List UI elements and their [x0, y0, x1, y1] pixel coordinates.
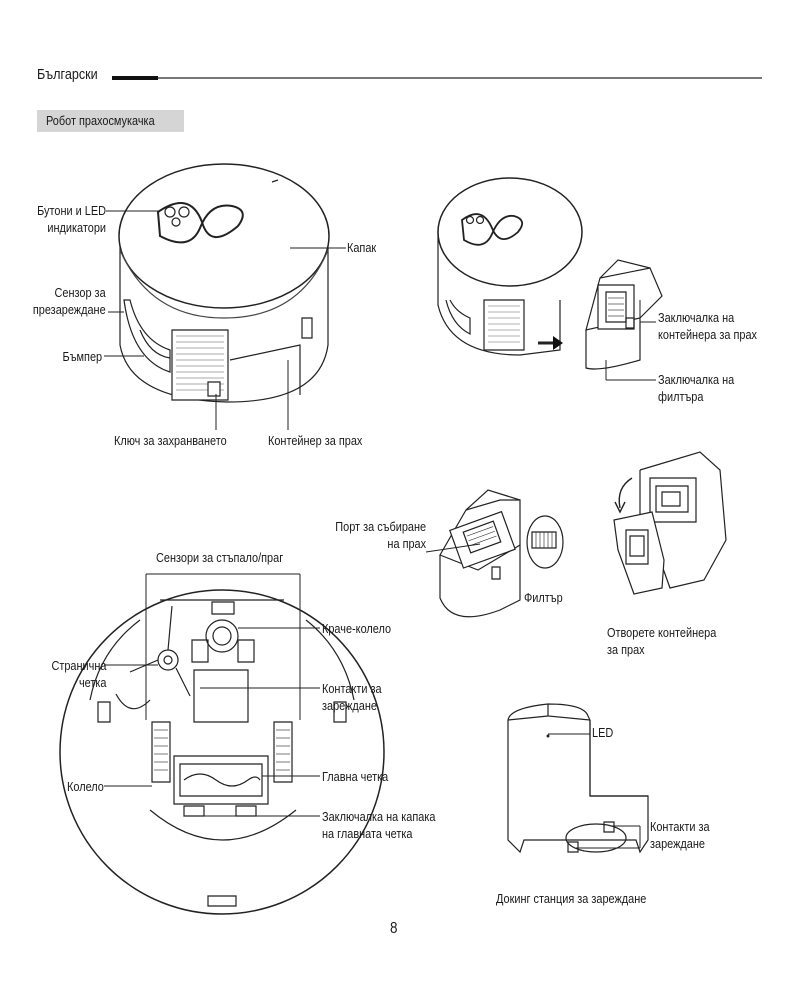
- label-main-brush-cover-latch: Заключалка на капака на главната четка: [322, 808, 435, 842]
- label-open-container-line1: Отворете контейнера: [607, 625, 717, 640]
- header-rule-thick: [112, 76, 158, 80]
- label-power-key: Ключ за захранването: [114, 433, 227, 448]
- dust-container-removed: [586, 260, 662, 369]
- label-container-latch-line1: Заключалка на: [658, 310, 735, 325]
- header-rule-thin: [158, 77, 762, 79]
- label-container-latch-line2: контейнера за прах: [658, 327, 757, 342]
- label-recharge-sensor: Сензор за презареждане: [33, 284, 106, 318]
- label-side-brush-line1: Странична: [51, 658, 106, 673]
- label-main-brush: Главна четка: [322, 769, 389, 784]
- label-buttons-led: Бутони и LED индикатори: [37, 202, 106, 236]
- label-dust-container: Контейнер за прах: [268, 433, 363, 448]
- section-title: Робот прахосмукачка: [46, 113, 155, 128]
- language-label: Български: [37, 66, 98, 83]
- label-wheel: Колело: [67, 779, 104, 794]
- section-title-box: [37, 110, 184, 132]
- open-container-view: [614, 452, 726, 594]
- label-charging-contacts-dock: Контакти за зареждане: [650, 818, 710, 852]
- container-port-view: [440, 490, 520, 617]
- robot-bottom-view: [60, 590, 384, 914]
- label-main-brush-cover-latch-line2: на главната четка: [322, 826, 413, 841]
- label-open-container: Отворете контейнера за прах: [607, 624, 716, 658]
- label-container-latch: Заключалка на контейнера за прах: [658, 309, 757, 343]
- label-bumper: Бъмпер: [62, 349, 102, 364]
- label-filter: Филтър: [524, 590, 563, 605]
- label-open-container-line2: за прах: [607, 642, 645, 657]
- rotate-arrow-icon: [615, 478, 632, 512]
- label-side-brush-line2: четка: [78, 675, 106, 690]
- docking-station: [508, 704, 648, 852]
- label-filter-latch: Заключалка на филтъра: [658, 371, 734, 405]
- arrow-right-icon: [538, 336, 563, 350]
- top-right-leaders: [606, 300, 656, 380]
- label-cliff-sensors: Сензори за стъпало/праг: [156, 550, 284, 565]
- label-recharge-sensor-line2: презареждане: [33, 302, 106, 317]
- robot-top-view: [119, 164, 329, 402]
- label-buttons-led-line1: Бутони и LED: [37, 203, 106, 218]
- label-dock-caption: Докинг станция за зареждане: [496, 891, 647, 906]
- label-buttons-led-line2: индикатори: [47, 220, 106, 235]
- label-charging-contacts-robot: Контакти за зареждане: [322, 680, 382, 714]
- label-side-brush: Странична четка: [51, 657, 106, 691]
- page-number: 8: [390, 920, 398, 937]
- label-led: LED: [592, 725, 614, 740]
- label-charging-contacts-robot-line1: Контакти за: [322, 681, 382, 696]
- filter-part: [527, 516, 563, 568]
- label-collection-port: Порт за събиране на прах: [335, 518, 426, 552]
- label-filter-latch-line2: филтъра: [658, 389, 704, 404]
- robot-container-removed: [438, 178, 582, 355]
- label-collection-port-line2: на прах: [387, 536, 426, 551]
- label-cover: Капак: [347, 240, 377, 255]
- bottom-leaders: [104, 574, 320, 816]
- top-left-leaders: [104, 211, 346, 430]
- label-caster-wheel: Краче-колело: [322, 621, 392, 636]
- label-collection-port-line1: Порт за събиране: [335, 519, 426, 534]
- label-charging-contacts-robot-line2: зареждане: [322, 698, 377, 713]
- dock-leaders: [548, 734, 640, 848]
- middle-leaders: [426, 544, 480, 552]
- label-charging-contacts-dock-line1: Контакти за: [650, 819, 710, 834]
- label-filter-latch-line1: Заключалка на: [658, 372, 735, 387]
- label-recharge-sensor-line1: Сензор за: [54, 285, 106, 300]
- label-charging-contacts-dock-line2: зареждане: [650, 836, 705, 851]
- label-main-brush-cover-latch-line1: Заключалка на капака: [322, 809, 436, 824]
